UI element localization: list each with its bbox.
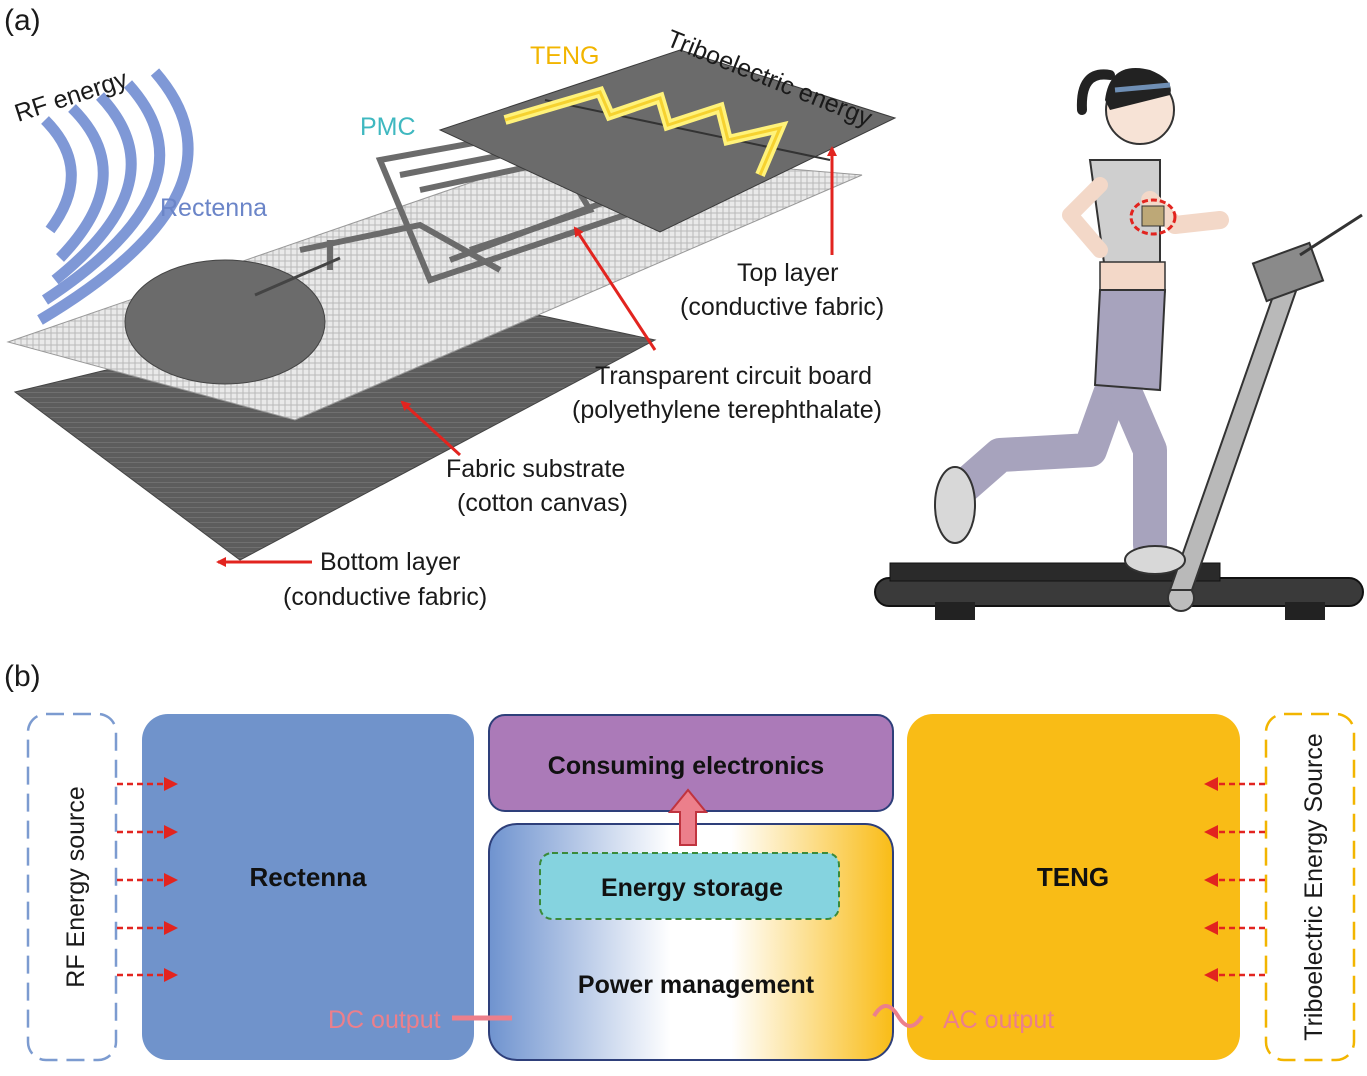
top-seam xyxy=(544,99,831,161)
tribo-source-box xyxy=(1264,712,1356,1062)
rectenna-box xyxy=(142,714,474,1060)
bottom-layer-label: Bottom layer xyxy=(320,548,460,576)
rf-wave-icon xyxy=(37,68,194,325)
rectenna-box-label: Rectenna xyxy=(249,862,367,892)
up-arrow-icon xyxy=(667,788,709,846)
fabric-substrate-label: Fabric substrate xyxy=(446,455,625,483)
energy-storage-box xyxy=(539,852,840,920)
fabric-substrate-sub-label: (cotton canvas) xyxy=(457,489,628,517)
panel-a: (a) RF energy Rectenna xyxy=(4,4,1364,620)
rf-source-label: RF Energy source xyxy=(62,786,90,987)
top-layer-shape xyxy=(438,49,897,233)
rf-source-box xyxy=(26,712,118,1062)
ac-wave-icon xyxy=(872,1004,924,1028)
circuit-board-label: Transparent circuit board xyxy=(595,362,872,390)
rectenna-label: Rectenna xyxy=(160,194,267,222)
panel-b: (b) RF Energy source Rectenna Consuming … xyxy=(4,660,1356,1062)
runner-treadmill-illustration xyxy=(874,68,1364,620)
panel-a-tag: (a) xyxy=(4,4,41,37)
energy-storage-label: Energy storage xyxy=(601,874,783,902)
pmc-label: PMC xyxy=(360,113,416,141)
annotation-arrows xyxy=(216,146,837,567)
consuming-electronics-label: Consuming electronics xyxy=(548,752,824,780)
ac-output-label: AC output xyxy=(943,1006,1054,1034)
dc-output-label: DC output xyxy=(328,1006,441,1034)
teng-box-label: TENG xyxy=(1037,862,1109,892)
power-management-label: Power management xyxy=(578,971,815,999)
feed-line xyxy=(254,256,341,297)
panel-b-tag: (b) xyxy=(4,660,41,693)
circuit-board-sub-label: (polyethylene terephthalate) xyxy=(572,396,882,424)
top-layer-label: Top layer xyxy=(737,259,838,287)
bottom-layer-sub-label: (conductive fabric) xyxy=(283,583,487,611)
rectenna-disk-shape xyxy=(124,259,326,385)
teng-box xyxy=(907,714,1240,1060)
top-layer-sub-label: (conductive fabric) xyxy=(680,293,884,321)
tribo-source-label: Triboelectric Energy Source xyxy=(1300,733,1328,1041)
teng-label: TENG xyxy=(530,42,599,70)
lightning-outline xyxy=(504,90,783,176)
